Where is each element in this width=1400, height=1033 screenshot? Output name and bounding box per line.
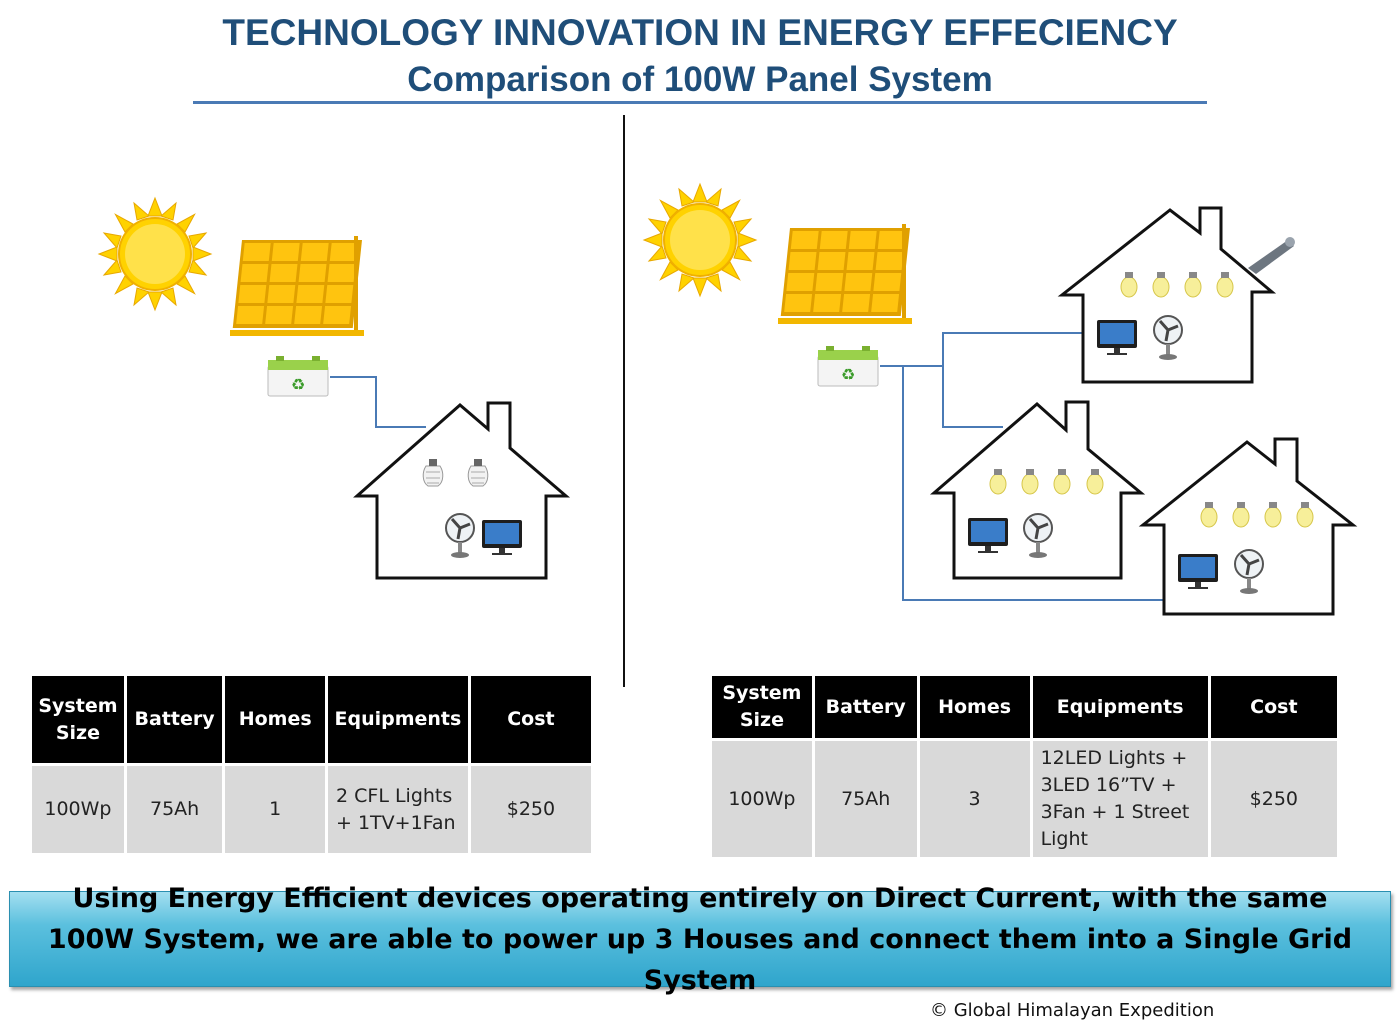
led-bulb-icon — [1152, 271, 1170, 298]
house-icon — [1057, 206, 1277, 384]
cell-equipments: 12LED Lights + 3LED 16”TV + 3Fan + 1 Str… — [1032, 741, 1208, 857]
table-header-row: System Size Battery Homes Equipments Cos… — [32, 676, 591, 763]
title-underline — [193, 101, 1207, 104]
col-cost: Cost — [470, 676, 591, 763]
led-bulb-icon — [1232, 501, 1250, 528]
tv-icon — [1097, 320, 1137, 355]
col-cost: Cost — [1210, 676, 1337, 738]
copyright-notice: © Global Himalayan Expedition — [930, 1000, 1215, 1021]
fan-icon — [1022, 512, 1054, 560]
col-system-size: System Size — [712, 676, 812, 738]
left-spec-table: System Size Battery Homes Equipments Cos… — [29, 673, 594, 856]
sun-icon — [643, 183, 757, 297]
led-bulb-icon — [1086, 468, 1104, 495]
cell-cost: $250 — [470, 766, 591, 853]
solar-panel-icon — [230, 236, 364, 336]
led-bulb-icon — [1216, 271, 1234, 298]
led-bulb-icon — [1264, 501, 1282, 528]
col-battery: Battery — [814, 676, 917, 738]
cell-battery: 75Ah — [126, 766, 223, 853]
led-bulb-icon — [1053, 468, 1071, 495]
tv-icon — [968, 518, 1008, 553]
house-icon — [353, 401, 571, 580]
col-equipments: Equipments — [328, 676, 468, 763]
diagram-scene: ♻ — [98, 183, 1358, 616]
cell-system-size: 100Wp — [32, 766, 124, 853]
cell-equipments: 2 CFL Lights + 1TV+1Fan — [328, 766, 468, 853]
sun-icon — [98, 197, 212, 311]
led-bulb-icon — [1021, 468, 1039, 495]
solar-panel-icon — [778, 224, 912, 324]
cfl-bulb-icon — [467, 458, 489, 487]
col-equipments: Equipments — [1032, 676, 1208, 738]
battery-icon — [817, 345, 879, 387]
col-homes: Homes — [225, 676, 325, 763]
battery-icon — [267, 355, 329, 397]
right-spec-table: System Size Battery Homes Equipments Cos… — [709, 673, 1340, 860]
led-bulb-icon — [1120, 271, 1138, 298]
summary-banner: Using Energy Efficient devices operating… — [9, 883, 1391, 996]
cell-cost: $250 — [1210, 741, 1337, 857]
cell-battery: 75Ah — [814, 741, 917, 857]
cell-system-size: 100Wp — [712, 741, 812, 857]
wire — [330, 376, 426, 428]
led-bulb-icon — [989, 468, 1007, 495]
fan-icon — [1152, 314, 1184, 362]
house-icon — [929, 400, 1146, 580]
page-title: TECHNOLOGY INNOVATION IN ENERGY EFFECIEN… — [222, 12, 1178, 53]
cell-homes: 3 — [919, 741, 1030, 857]
tv-icon — [482, 520, 522, 555]
col-system-size: System Size — [32, 676, 124, 763]
center-divider — [623, 115, 625, 687]
table-row: 100Wp 75Ah 3 12LED Lights + 3LED 16”TV +… — [712, 741, 1337, 857]
cell-homes: 1 — [225, 766, 325, 853]
table-row: 100Wp 75Ah 1 2 CFL Lights + 1TV+1Fan $25… — [32, 766, 591, 853]
grid-wires — [880, 332, 1164, 601]
fan-icon — [444, 512, 476, 560]
led-bulb-icon — [1184, 271, 1202, 298]
col-battery: Battery — [126, 676, 223, 763]
summary-text: Using Energy Efficient devices operating… — [47, 882, 1353, 996]
tv-icon — [1178, 554, 1218, 589]
table-header-row: System Size Battery Homes Equipments Cos… — [712, 676, 1337, 738]
cfl-bulb-icon — [422, 458, 444, 487]
street-light-icon — [1248, 237, 1295, 274]
page-subtitle: Comparison of 100W Panel System — [407, 60, 993, 99]
fan-icon — [1233, 548, 1265, 596]
led-bulb-icon — [1296, 501, 1314, 528]
col-homes: Homes — [919, 676, 1030, 738]
house-icon — [1138, 437, 1358, 616]
led-bulb-icon — [1200, 501, 1218, 528]
